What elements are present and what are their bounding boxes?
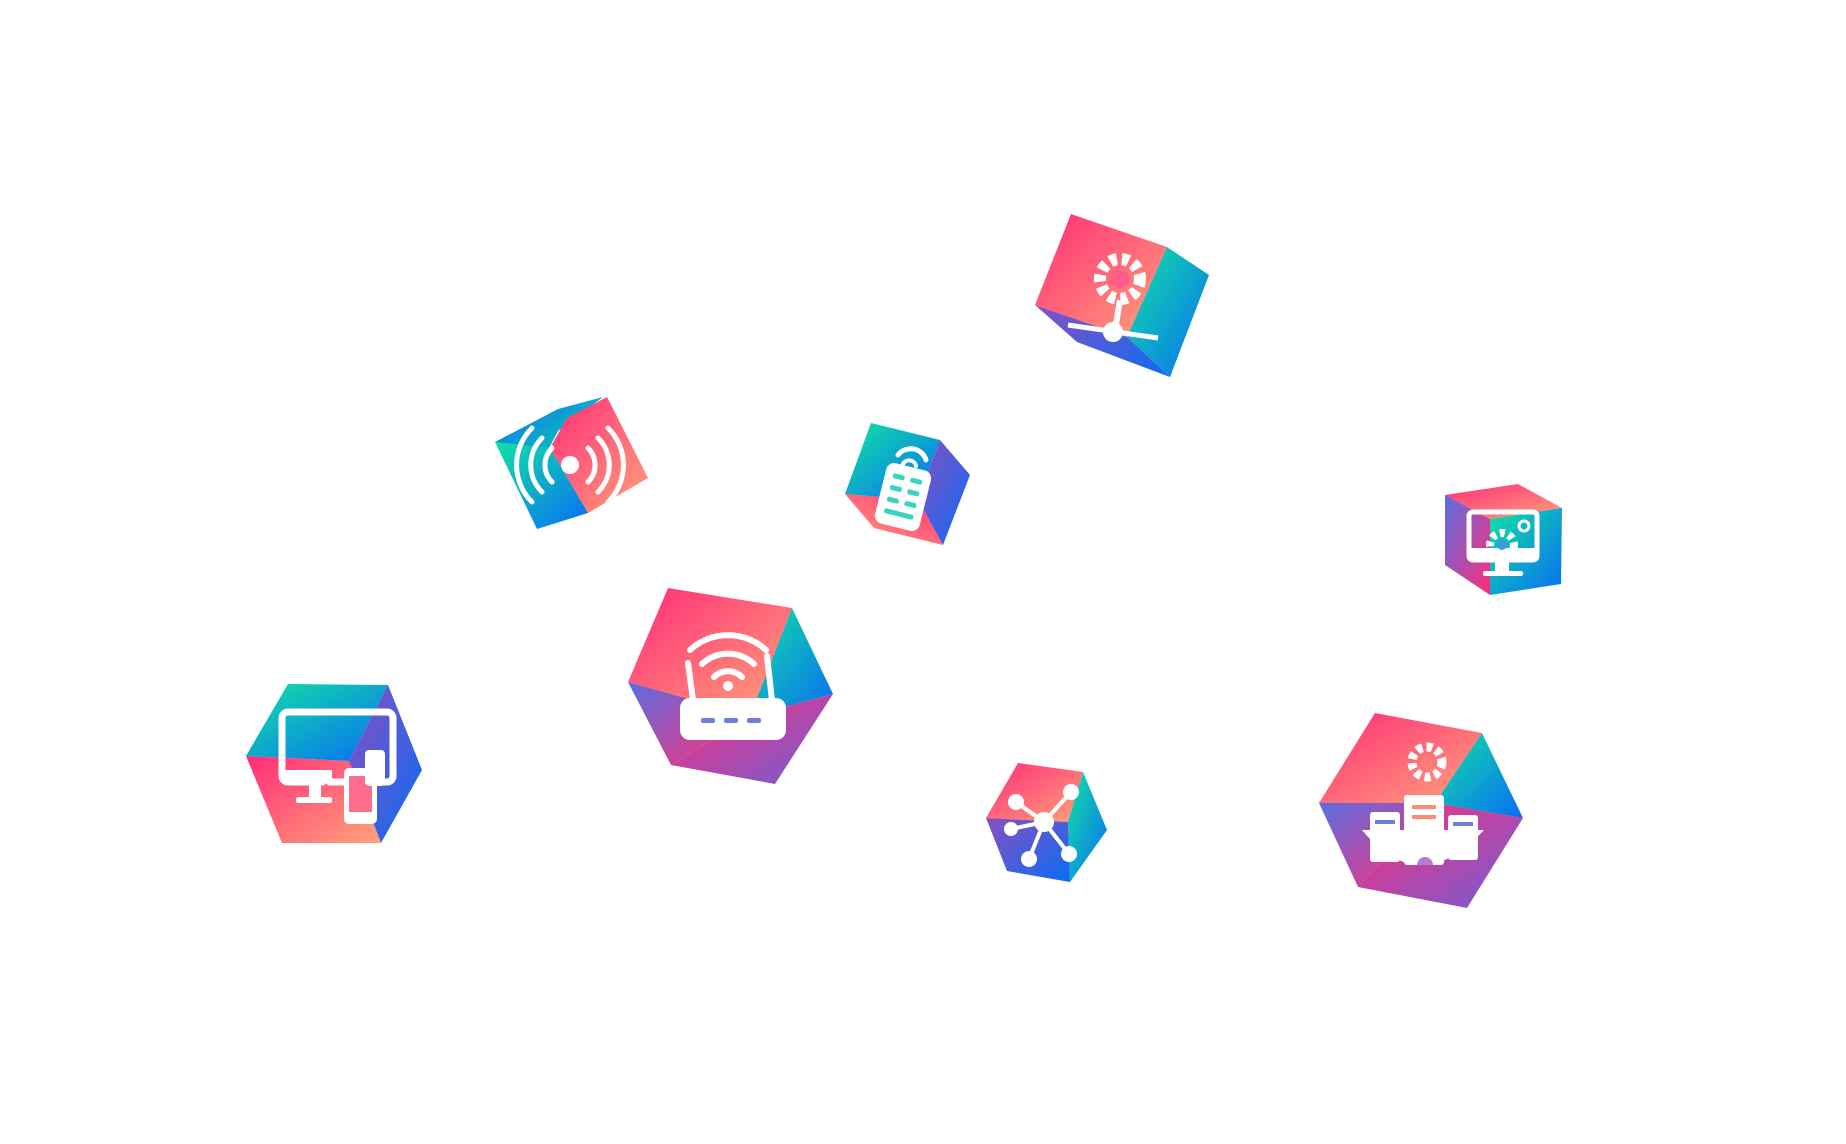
multi-device-cube: [246, 684, 422, 843]
smart-building-icon: [1362, 742, 1484, 865]
broadcast-signal-icon: [514, 425, 626, 505]
monitor-settings-icon: [1466, 509, 1540, 576]
hub-network-cube: [986, 763, 1107, 882]
remote-control-cube: [845, 423, 970, 545]
smart-building-cube: [1319, 713, 1523, 908]
hub-network-icon: [1004, 784, 1079, 867]
multi-device-icon: [278, 708, 397, 824]
server-network-icon: [1067, 253, 1159, 342]
broadcast-signal-cube: [495, 397, 648, 529]
monitor-settings-cube: [1445, 484, 1562, 595]
server-network-cube: [1035, 214, 1209, 377]
wifi-router-icon: [680, 632, 786, 740]
remote-control-icon: [874, 446, 932, 531]
wifi-router-cube: [628, 588, 833, 784]
